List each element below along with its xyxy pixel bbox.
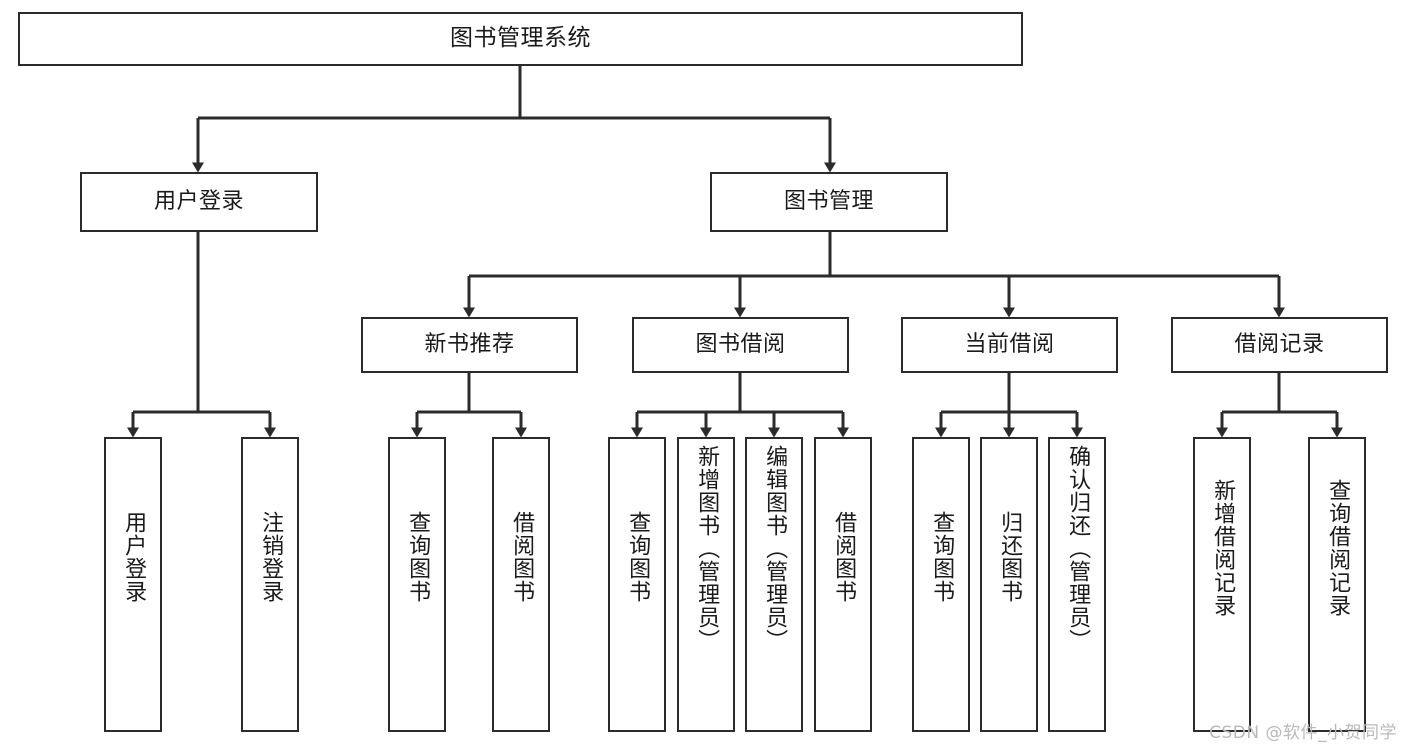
node-root[interactable]: 图书管理系统 [18,12,1023,66]
watermark: CSDN @软件_小贺同学 [1209,723,1397,743]
leaf-label: 确认归还（管理员） [1065,445,1091,652]
leaf-label: 新增图书（管理员） [694,445,720,652]
node-current-borrow-label: 当前借阅 [964,331,1055,357]
leaf-current-borrow-confirm[interactable]: 确认归还（管理员） [1048,437,1106,732]
node-book-manage-label: 图书管理 [783,188,874,214]
leaf-borrow-record-query[interactable]: 查询借阅记录 [1308,437,1366,732]
node-user-login[interactable]: 用户登录 [80,172,318,232]
node-user-login-label: 用户登录 [153,188,244,214]
node-borrow-record-label: 借阅记录 [1234,331,1325,357]
leaf-current-borrow-return[interactable]: 归还图书 [980,437,1038,732]
leaf-book-borrow-borrow[interactable]: 借阅图书 [814,437,872,732]
leaf-new-book-query[interactable]: 查询图书 [388,437,446,732]
leaf-label: 注销登录 [258,511,284,603]
node-new-book-recommend-label: 新书推荐 [424,331,515,357]
leaf-label: 归还图书 [997,511,1023,603]
node-current-borrow[interactable]: 当前借阅 [901,317,1118,373]
leaf-label: 查询图书 [929,511,955,603]
node-book-borrow[interactable]: 图书借阅 [632,317,849,373]
leaf-book-borrow-query[interactable]: 查询图书 [608,437,666,732]
leaf-new-book-borrow[interactable]: 借阅图书 [492,437,550,732]
node-root-label: 图书管理系统 [450,25,591,52]
leaf-label: 编辑图书（管理员） [762,445,788,652]
leaf-current-borrow-query[interactable]: 查询图书 [912,437,970,732]
leaf-label: 查询借阅记录 [1325,479,1351,617]
leaf-user-login-login[interactable]: 用户登录 [104,437,162,732]
node-book-manage[interactable]: 图书管理 [710,172,948,232]
leaf-book-borrow-add[interactable]: 新增图书（管理员） [677,437,735,732]
leaf-label: 新增借阅记录 [1210,479,1236,617]
leaf-label: 查询图书 [405,511,431,603]
leaf-borrow-record-add[interactable]: 新增借阅记录 [1193,437,1251,732]
leaf-label: 用户登录 [121,511,147,603]
leaf-book-borrow-edit[interactable]: 编辑图书（管理员） [745,437,803,732]
leaf-user-login-logout[interactable]: 注销登录 [241,437,299,732]
leaf-label: 借阅图书 [509,511,535,603]
leaf-label: 借阅图书 [831,511,857,603]
node-new-book-recommend[interactable]: 新书推荐 [361,317,578,373]
node-book-borrow-label: 图书借阅 [695,331,786,357]
node-borrow-record[interactable]: 借阅记录 [1171,317,1388,373]
leaf-label: 查询图书 [625,511,651,603]
